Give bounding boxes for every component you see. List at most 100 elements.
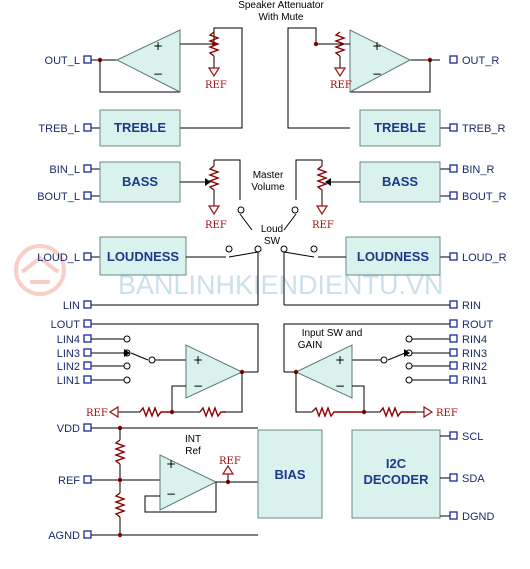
svg-text:+: +: [335, 353, 345, 367]
svg-text:LIN3: LIN3: [57, 348, 80, 360]
right-attenuator-ref-label: REF: [330, 80, 352, 91]
right-input-selector: + − REF: [284, 335, 458, 419]
svg-text:RIN4: RIN4: [462, 334, 487, 346]
pin-sda: [449, 473, 458, 482]
svg-text:OUT_R: OUT_R: [462, 55, 499, 67]
loud-sw-label-2: SW: [264, 236, 281, 247]
i2c-label-1: I2C: [386, 456, 407, 471]
pin-lin: [83, 300, 92, 309]
pin-out-r: [449, 55, 458, 64]
bass-left-block: [99, 161, 181, 203]
pin-lout: [83, 319, 92, 328]
bass-right-block: [359, 161, 441, 203]
pin-bin-l: [83, 164, 92, 173]
pin-lin4: [83, 334, 92, 343]
title-line-1: Speaker Attenuator: [238, 0, 324, 11]
pin-bout-l: [83, 191, 92, 200]
left-input-selector: + − REF: [86, 335, 258, 419]
svg-text:SDA: SDA: [462, 473, 485, 485]
bias-block: [257, 429, 323, 519]
loud-sw-label-1: Loud: [261, 224, 283, 235]
svg-text:RIN1: RIN1: [462, 375, 487, 387]
pin-rin2: [449, 361, 458, 370]
pin-rin4: [449, 334, 458, 343]
loudness-right-label: LOUDNESS: [357, 249, 430, 264]
input-sw-label-1: Input SW and: [302, 328, 363, 339]
pin-lin3: [83, 348, 92, 357]
svg-text:−: −: [166, 487, 176, 501]
svg-text:REF: REF: [312, 220, 334, 231]
svg-text:VDD: VDD: [57, 423, 80, 435]
left-attenuator-amplifier: [115, 29, 181, 93]
svg-text:LIN1: LIN1: [57, 375, 80, 387]
left-pins: OUT_L TREB_L BIN_L BOUT_L LOUD_L LIN LOU…: [37, 55, 92, 542]
input-sw-label-2: GAIN: [298, 340, 322, 351]
int-ref-amplifier: [159, 454, 218, 511]
svg-text:−: −: [335, 379, 345, 393]
svg-text:RIN: RIN: [462, 300, 481, 312]
loudness-left-block: [99, 236, 187, 276]
svg-text:TREB_R: TREB_R: [462, 123, 505, 135]
master-volume-left: REF: [180, 159, 253, 231]
int-ref-symbol: [221, 464, 235, 475]
pin-bin-r: [449, 164, 458, 173]
svg-text:AGND: AGND: [48, 530, 80, 542]
pin-rout: [449, 319, 458, 328]
svg-text:ROUT: ROUT: [462, 319, 493, 331]
treble-left-block: [99, 109, 181, 147]
svg-text:TREB_L: TREB_L: [38, 123, 80, 135]
svg-text:OUT_L: OUT_L: [45, 55, 80, 67]
left-attenuator-ref-symbol: [207, 67, 221, 78]
pin-agnd: [83, 530, 92, 539]
svg-text:RIN3: RIN3: [462, 348, 487, 360]
left-input-amplifier: [185, 344, 244, 399]
pin-scl: [449, 431, 458, 440]
svg-text:LOUD_L: LOUD_L: [37, 252, 80, 264]
pin-out-l: [83, 55, 92, 64]
treble-right-block: [359, 109, 441, 147]
i2c-label-2: DECODER: [363, 472, 429, 487]
svg-text:BIN_L: BIN_L: [49, 164, 80, 176]
svg-text:REF: REF: [205, 220, 227, 231]
svg-text:REF: REF: [58, 475, 80, 487]
pin-loud-l: [83, 252, 92, 261]
pin-rin3: [449, 348, 458, 357]
title-line-2: With Mute: [258, 12, 303, 23]
svg-text:RIN2: RIN2: [462, 361, 487, 373]
right-attenuator-amplifier: [349, 29, 412, 93]
svg-text:−: −: [372, 67, 382, 81]
svg-text:+: +: [166, 457, 176, 471]
svg-text:REF: REF: [86, 408, 108, 419]
pin-loud-r: [449, 252, 458, 261]
right-input-amplifier: [294, 344, 353, 399]
int-ref-label-1: INT: [185, 434, 201, 445]
master-volume-right: REF: [283, 159, 360, 231]
loudness-right-block: [345, 236, 441, 276]
i2c-decoder-block: [351, 429, 441, 519]
pin-ref: [83, 475, 92, 484]
svg-text:+: +: [193, 353, 203, 367]
watermark-logo-icon: [14, 244, 66, 296]
svg-text:SCL: SCL: [462, 431, 483, 443]
internal-reference: + − REF: [90, 425, 258, 538]
svg-text:−: −: [153, 67, 163, 81]
svg-text:BIN_R: BIN_R: [462, 164, 494, 176]
pin-lin2: [83, 361, 92, 370]
svg-text:BOUT_R: BOUT_R: [462, 191, 507, 203]
right-attenuator: + − REF: [287, 27, 440, 129]
svg-text:LIN2: LIN2: [57, 361, 80, 373]
left-attenuator-ref-label: REF: [205, 80, 227, 91]
bias-label: BIAS: [274, 467, 305, 482]
pin-treb-r: [449, 123, 458, 132]
svg-text:LOUT: LOUT: [51, 319, 81, 331]
svg-text:REF: REF: [436, 408, 458, 419]
pin-rin1: [449, 375, 458, 384]
pin-vdd: [83, 423, 92, 432]
pin-treb-l: [83, 123, 92, 132]
svg-text:LOUD_R: LOUD_R: [462, 252, 507, 264]
pin-rin: [449, 300, 458, 309]
svg-text:DGND: DGND: [462, 511, 494, 523]
treble-left-label: TREBLE: [114, 120, 166, 135]
svg-text:REF: REF: [219, 456, 241, 467]
